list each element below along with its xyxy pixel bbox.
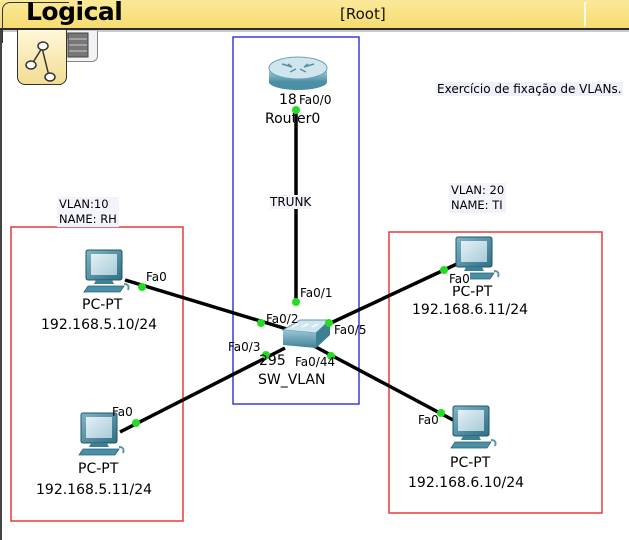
switch-port-fa0-5: Fa0/5 [334,323,367,337]
pc4-type-label[interactable]: PC-PT [450,455,491,471]
pc4-ip-label: 192.168.6.10/24 [408,475,525,491]
switch-port-fa0-3: Fa0/3 [228,340,261,354]
vlan20-group-box [388,231,603,514]
pc-icon[interactable] [83,249,130,293]
link-pc2-switch[interactable] [119,346,286,434]
port-status-dot [292,106,300,114]
trunk-link-label[interactable]: TRUNK [270,195,312,209]
port-status-dot [292,298,300,306]
pc3-type-label[interactable]: PC-PT [452,284,493,300]
vlan10-id: VLAN:10 [59,197,109,211]
note-text[interactable]: Exercício de fixação de VLANs. [436,82,623,96]
switch-icon[interactable] [281,319,332,348]
router-name-label[interactable]: Router0 [265,111,321,127]
mode-title[interactable]: Logical [26,0,123,26]
switch-name-label[interactable]: SW_VLAN [258,372,326,388]
pc1-ip-label: 192.168.5.10/24 [41,317,158,333]
switch-port-fa0-4: Fa0/44 [295,355,336,369]
port-status-dot [437,409,445,417]
pc2-type-label[interactable]: PC-PT [78,461,119,477]
link-pc3-switch[interactable] [319,261,460,330]
vlan20-label[interactable]: VLAN: 20 NAME: TI [449,183,507,213]
pc2-port-label: Fa0 [112,405,133,419]
router-port-label: Fa0/0 [299,93,332,107]
vlan10-label[interactable]: VLAN:10 NAME: RH [57,197,119,227]
logical-topology-icon[interactable] [17,30,67,85]
port-status-dot [325,319,333,327]
pc1-port-label: Fa0 [146,270,167,284]
port-status-dot [440,266,448,274]
pc2-ip-label: 192.168.5.11/24 [36,482,153,498]
vlan20-name: NAME: TI [451,198,503,212]
pc3-port-label: Fa0 [449,272,470,286]
router-model-label: 18 [279,92,297,108]
port-status-dot [262,351,270,359]
port-status-dot [327,352,335,360]
vlan10-group-box [10,226,184,522]
logical-topology-icon-graphic [25,41,56,82]
port-status-dot [257,319,265,327]
pc3-ip-label: 192.168.6.11/24 [412,302,529,318]
pc1-type-label[interactable]: PC-PT [82,297,123,313]
switch-port-fa0-1: Fa0/1 [300,286,333,300]
pc4-port-label: Fa0 [418,413,439,427]
core-group-box [232,36,360,405]
header-separator [584,2,586,26]
port-status-dot [138,283,146,291]
workspace-header: [Root] [0,0,629,30]
link-pc4-switch[interactable] [311,343,454,422]
location-label[interactable]: [Root] [340,5,386,23]
rack-icon-graphic [61,32,89,58]
vlan10-name: NAME: RH [59,212,117,226]
switch-port-fa0-2: Fa0/2 [266,312,299,326]
port-status-dot [132,419,140,427]
workspace-left-border [0,30,2,540]
pc-icon[interactable] [78,412,125,456]
switch-model-label: 295 [259,353,286,369]
pc-icon[interactable] [450,405,497,449]
vlan20-id: VLAN: 20 [451,183,505,197]
router-icon[interactable] [268,56,328,90]
mode-tab-frame [2,2,69,43]
